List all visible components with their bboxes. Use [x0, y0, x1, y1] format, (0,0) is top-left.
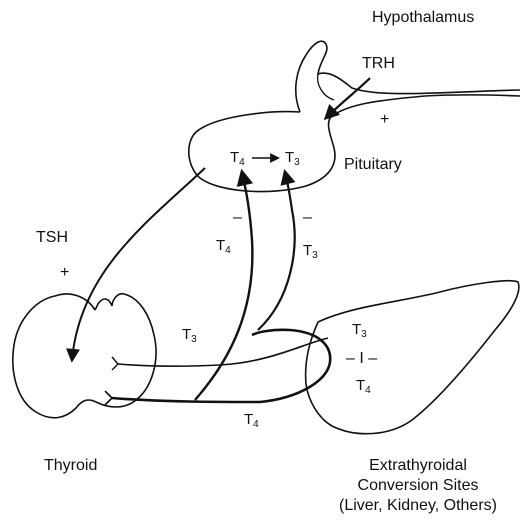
pituitary-label: Pituitary	[344, 157, 402, 173]
tsh-label: TSH	[36, 230, 68, 246]
conversion-sites-caption: Extrathyroidal Conversion Sites (Liver, …	[326, 456, 510, 516]
liver-t4-label: T4	[356, 378, 371, 396]
liver-iodide-label: – I –	[346, 351, 377, 367]
t3-feedback-arrow	[258, 172, 295, 330]
pituitary-outline	[189, 112, 335, 192]
t4-inhibition-minus: –	[233, 210, 242, 226]
trh-label: TRH	[362, 56, 395, 72]
conversion-caption-line-1: Extrathyroidal	[326, 456, 510, 476]
hypothalamus-outline	[296, 41, 520, 112]
trh-plus-sign: +	[380, 112, 389, 128]
t3-return-tick	[112, 357, 118, 370]
tsh-plus-sign: +	[60, 265, 69, 281]
feedback-t3-label: T3	[303, 243, 318, 261]
thyroid-label: Thyroid	[44, 458, 97, 474]
return-t3-label: T3	[182, 327, 197, 345]
hypothalamus-label: Hypothalamus	[372, 10, 474, 26]
pituitary-t3-label: T3	[285, 150, 300, 168]
pituitary-stalk-right	[330, 95, 520, 118]
conversion-caption-line-2: Conversion Sites	[326, 476, 510, 496]
pituitary-t4-label: T4	[230, 150, 245, 168]
liver-t3-label: T3	[352, 322, 367, 340]
t4-secretion-tick	[105, 391, 112, 405]
liver-outline	[306, 281, 519, 434]
secretion-t4-label: T4	[244, 412, 259, 430]
hypothalamus-inner-fold	[318, 74, 334, 100]
feedback-t4-label: T4	[216, 238, 231, 256]
t3-inhibition-minus: –	[303, 210, 312, 226]
conversion-caption-line-3: (Liver, Kidney, Others)	[326, 496, 510, 516]
